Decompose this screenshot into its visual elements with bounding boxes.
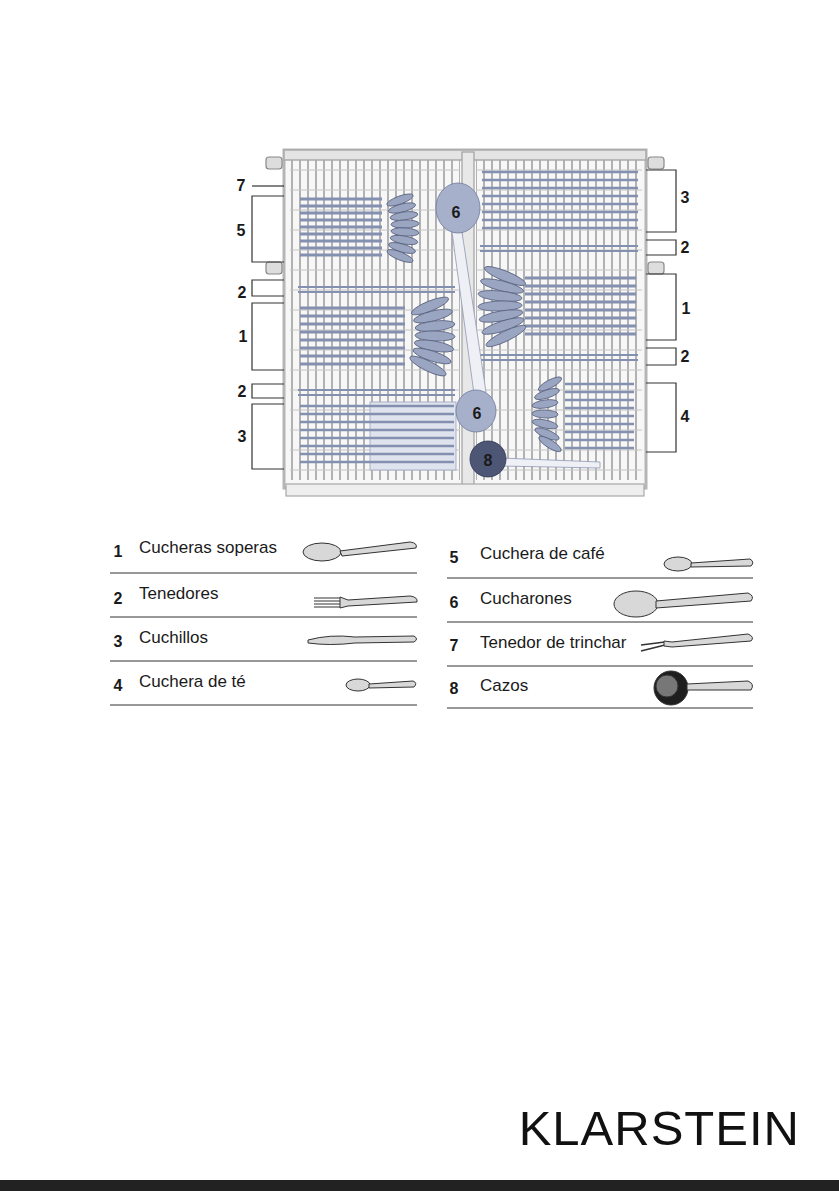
callout-number: 4 bbox=[114, 678, 123, 694]
callout-number: 3 bbox=[114, 634, 123, 650]
callout-number: 5 bbox=[450, 550, 459, 566]
legend-text: Cuchera de café bbox=[480, 545, 605, 562]
callout-number: 3 bbox=[238, 429, 247, 445]
callout-number: 2 bbox=[238, 285, 247, 301]
legend-text: Cucheras soperas bbox=[139, 539, 277, 556]
callout-number: 2 bbox=[238, 384, 247, 400]
callout-number: 2 bbox=[114, 591, 123, 607]
basket-frame bbox=[266, 150, 664, 496]
callout-number: 7 bbox=[237, 178, 246, 194]
legend-text: Cuchillos bbox=[139, 629, 208, 646]
legend-text: Cazos bbox=[480, 677, 528, 694]
callout-number: 1 bbox=[239, 329, 248, 345]
callout-number: 7 bbox=[450, 638, 459, 654]
legend-text: Cuchera de té bbox=[139, 673, 246, 690]
legend-utensil-icons bbox=[303, 542, 753, 705]
brand-logo: KLARSTEIN bbox=[519, 1104, 800, 1153]
callout-number: 1 bbox=[682, 301, 691, 317]
legend-table-rules bbox=[110, 573, 753, 708]
callout-number: 5 bbox=[237, 223, 246, 239]
callout-number: 8 bbox=[450, 681, 459, 697]
callout-number: 6 bbox=[450, 595, 459, 611]
cutlery-pieces bbox=[298, 172, 638, 477]
callout-brackets bbox=[252, 170, 676, 469]
callout-number: 6 bbox=[473, 406, 482, 422]
callout-number: 8 bbox=[484, 453, 493, 469]
legend-text: Cucharones bbox=[480, 590, 572, 607]
footer-bar bbox=[0, 1180, 839, 1191]
callout-number: 2 bbox=[681, 240, 690, 256]
callout-number: 3 bbox=[681, 190, 690, 206]
legend-text: Tenedores bbox=[139, 585, 218, 602]
legend-text: Tenedor de trinchar bbox=[480, 634, 626, 651]
callout-number: 2 bbox=[681, 349, 690, 365]
callout-number: 4 bbox=[681, 409, 690, 425]
callout-number: 1 bbox=[114, 544, 123, 560]
callout-number: 6 bbox=[452, 205, 461, 221]
